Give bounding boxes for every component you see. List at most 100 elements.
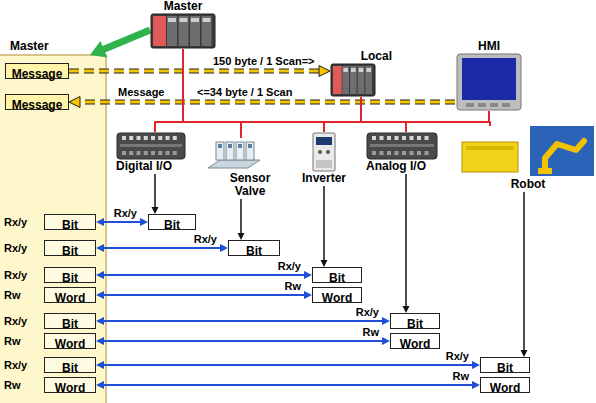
icon-part (417, 136, 421, 140)
icon-part (179, 16, 189, 46)
icon-part (120, 144, 182, 147)
icon-part (462, 58, 516, 100)
connector-line (240, 199, 242, 235)
signal-label: Rx/y (4, 215, 27, 229)
network-cable (183, 49, 406, 132)
icon-part (151, 136, 155, 140)
signal-label: Rw (362, 326, 381, 338)
device-label: Local (330, 50, 392, 63)
signal-label: Rx/y (4, 358, 27, 372)
message-box: Message (5, 94, 69, 110)
connector-line (183, 49, 490, 126)
box-label: Message (12, 98, 63, 112)
network-cable (183, 49, 361, 122)
arrow-head (382, 317, 390, 325)
bit-box: Bit (148, 214, 196, 230)
message-box: Message (5, 63, 69, 79)
bit-box: Bit (44, 214, 96, 230)
box-label: Bit (62, 317, 78, 331)
icon-part (216, 142, 224, 160)
box-label: Bit (62, 244, 78, 258)
flow-arrow (238, 199, 245, 240)
io-icon (116, 132, 186, 160)
arrow-head (304, 291, 312, 299)
icon-part (326, 150, 330, 154)
arrow-head (321, 260, 328, 267)
device-label: Robot (460, 178, 596, 191)
icon-part (380, 151, 384, 155)
connector-line (183, 49, 324, 132)
panel-heading: Master (10, 39, 49, 53)
icon-part (402, 136, 406, 140)
arrow-head (472, 381, 480, 389)
arrow-head (472, 361, 480, 369)
arrow-head (238, 233, 245, 240)
icon-part (226, 142, 234, 160)
connector-line (102, 320, 385, 322)
icon-part (129, 136, 133, 140)
arrow-head (96, 381, 104, 389)
box-label: Word (490, 381, 520, 395)
arrow-head (96, 271, 104, 279)
icon-part (246, 142, 254, 160)
icon-part (137, 151, 141, 155)
master-plc: Master (150, 0, 216, 49)
icon-part (313, 133, 335, 171)
icon-part (466, 146, 514, 150)
connector-line (405, 174, 407, 308)
icon-part (202, 16, 212, 46)
icon-part (137, 136, 141, 140)
box-label: Bit (62, 271, 78, 285)
box-label: Message (12, 67, 63, 81)
arrow-head (69, 97, 80, 108)
transfer-size-label: <=34 byte / 1 Scan (196, 86, 293, 98)
icon-part (387, 151, 391, 155)
box-label: Word (55, 337, 85, 351)
icon-part (351, 68, 356, 72)
icon-part (457, 54, 521, 110)
icon-part (425, 136, 429, 140)
bit-box: Bit (44, 313, 96, 329)
flow-arrow (403, 174, 410, 313)
digital-io: Digital I/O (116, 132, 194, 173)
arrow-head (140, 218, 148, 226)
connector-line (102, 384, 475, 386)
connector-line (77, 100, 455, 105)
arrow-head (96, 244, 104, 252)
bit-box: Bit (228, 240, 280, 256)
signal-label: Rx/y (355, 306, 380, 318)
box-label: Bit (329, 271, 345, 285)
connector-line (100, 30, 150, 51)
box-label: Word (55, 381, 85, 395)
icon-part (117, 133, 185, 159)
icon-part (410, 136, 414, 140)
network-cable (183, 49, 490, 126)
local-plc: Local (330, 50, 392, 97)
icon-part (366, 68, 371, 72)
io-icon (366, 132, 438, 160)
icon-part (425, 151, 429, 155)
message-arrow (69, 97, 455, 108)
icon-part (122, 136, 126, 140)
arrow-head (96, 291, 104, 299)
connector-line (523, 192, 525, 352)
icon-part (343, 68, 348, 72)
icon-part (410, 151, 414, 155)
bit-box: Bit (44, 267, 96, 283)
box-label: Bit (62, 218, 78, 232)
arrow-head (319, 66, 330, 77)
icon-part (342, 66, 349, 94)
icon-part (167, 16, 177, 46)
connector-line (102, 221, 143, 223)
transfer-size-label: 150 byte / 1 Scan=> (212, 55, 316, 67)
icon-part (372, 151, 376, 155)
bit-box: Bit (480, 357, 530, 373)
icon-part (168, 18, 176, 22)
icon-part (158, 136, 162, 140)
connector-line (154, 174, 156, 209)
icon-part (173, 151, 177, 155)
signal-label: Rx/y (4, 268, 27, 282)
network-cable (183, 49, 489, 122)
connector-line (183, 49, 361, 122)
icon-part (191, 18, 199, 22)
